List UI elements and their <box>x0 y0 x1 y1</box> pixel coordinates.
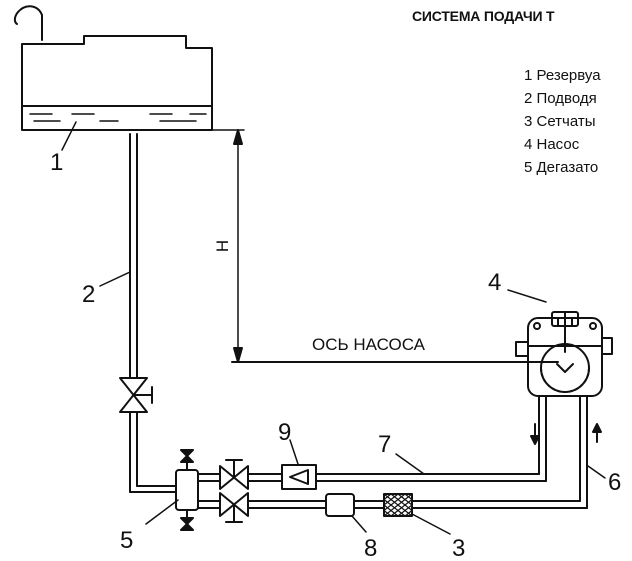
diagram-title: СИСТЕМА ПОДАЧИ Т <box>412 8 555 24</box>
callouts: 1 2 3 4 5 6 7 8 9 <box>50 149 621 561</box>
callout-4: 4 <box>488 269 501 296</box>
leader-lines <box>61 121 606 535</box>
return-valve-icon <box>219 459 249 490</box>
legend-item-5: 5 Дегазато <box>524 159 599 176</box>
callout-5: 5 <box>120 527 133 554</box>
legend-item-4: 4 Насос <box>524 136 580 153</box>
suction-line <box>197 395 588 509</box>
suction-valve-icon <box>219 492 249 523</box>
mesh-filter <box>383 493 413 517</box>
height-label: H <box>213 240 232 252</box>
tank <box>13 5 213 131</box>
callout-2: 2 <box>82 281 95 308</box>
flow-arrow-down-icon <box>530 423 540 445</box>
callout-6: 6 <box>608 469 621 496</box>
flow-arrow-up-icon <box>592 423 602 443</box>
callout-8: 8 <box>364 535 377 561</box>
height-dimension <box>211 129 245 363</box>
deaerator <box>175 449 199 531</box>
callout-9: 9 <box>278 419 291 446</box>
check-valve <box>281 464 317 490</box>
valve-icon <box>119 377 153 413</box>
legend-item-2: 2 Подводя <box>524 90 597 107</box>
supply-pipe <box>129 133 177 493</box>
pump <box>515 311 613 397</box>
callout-3: 3 <box>452 535 465 561</box>
pump-axis-label: ОСЬ НАСОСА <box>312 335 426 354</box>
callout-7: 7 <box>378 431 391 458</box>
legend-list: 1 Резервуа 2 Подводя 3 Сетчаты 4 Насос 5… <box>524 64 601 179</box>
return-line <box>197 395 547 482</box>
inline-filter-8 <box>325 493 355 517</box>
legend-item-1: 1 Резервуа <box>524 67 601 84</box>
callout-1: 1 <box>50 149 63 176</box>
legend-item-3: 3 Сетчаты <box>524 113 596 130</box>
